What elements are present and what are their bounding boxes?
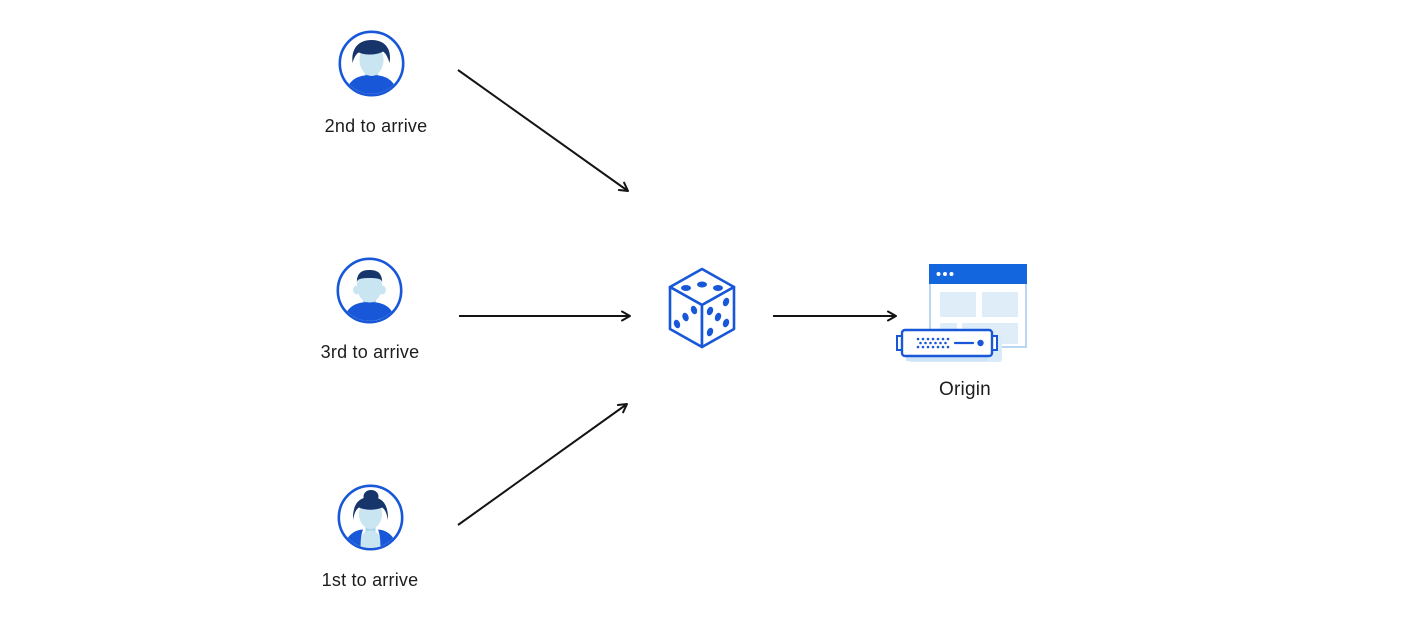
origin-label: Origin	[939, 379, 991, 400]
client-top-label: 2nd to arrive	[324, 116, 428, 136]
dice-icon	[668, 267, 736, 349]
client-bottom-label: 1st to arrive	[321, 570, 419, 590]
man-swept-hair-avatar-icon	[338, 30, 405, 97]
origin-server-icon	[896, 264, 1027, 362]
arrow-client-bottom-to-dice	[457, 403, 628, 526]
server-icon	[896, 328, 1002, 362]
arrow-client-top-to-dice	[457, 69, 629, 192]
client-middle-label: 3rd to arrive	[320, 342, 420, 362]
woman-updo-avatar-icon	[337, 484, 404, 551]
man-flattop-avatar-icon	[336, 257, 403, 324]
